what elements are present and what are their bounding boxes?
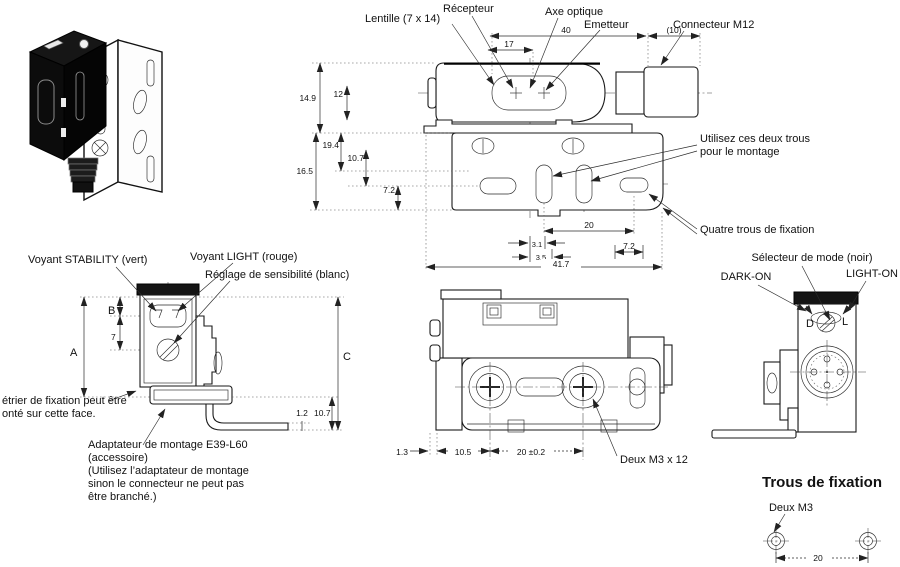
label-l: L (842, 316, 848, 328)
note-four-holes: Quatre trous de fixation (700, 224, 814, 236)
dim-12: 12 (334, 89, 344, 99)
dim-20-fixation: 20 (813, 553, 823, 563)
fixation-holes-drawing: Trous de fixation Deux M3 20 (762, 474, 882, 563)
dim-1-3: 1.3 (396, 447, 408, 457)
rear-body (797, 303, 857, 433)
rear-top-cap (793, 291, 859, 305)
note-adapter-line2: (accessoire) (88, 452, 148, 464)
note-adapter-line3: (Utilisez l’adaptateur de montage (88, 465, 249, 477)
l-bracket-front (205, 403, 289, 431)
label-deux-m3: Deux M3 (769, 502, 813, 514)
connector-threads-photo (67, 157, 99, 193)
lens-outline (491, 75, 567, 111)
front-view-dimensions (80, 296, 344, 431)
hole-left (763, 528, 789, 554)
sensor-body-photo (28, 30, 108, 193)
side-body (442, 298, 629, 359)
fixation-title: Trous de fixation (762, 474, 882, 491)
rear-view-leaders (757, 265, 867, 321)
dim-20-side: 20 ±0.2 (517, 447, 546, 457)
label-deux-m3x12: Deux M3 x 12 (620, 454, 688, 466)
label-emetteur: Emetteur (584, 19, 629, 31)
dim-10-7: 10.7 (347, 153, 364, 163)
dim-40: 40 (561, 25, 571, 35)
dim-10-7-front: 10.7 (314, 408, 331, 418)
adapter-plate (149, 385, 233, 405)
rear-bracket-foot (711, 429, 797, 439)
label-d: D (806, 318, 814, 330)
label-voyant-stability: Voyant STABILITY (vert) (28, 254, 147, 266)
dim-3-1: 3.1 (532, 240, 542, 249)
front-top-cap (136, 283, 200, 296)
front-body-outline (139, 294, 197, 388)
dim-C: C (343, 351, 351, 363)
dim-A: A (70, 347, 78, 359)
label-reglage-sensibilite: Réglage de sensibilité (blanc) (205, 269, 349, 281)
dim-19-4: 19.4 (322, 140, 339, 150)
emitter-mark (538, 87, 550, 99)
dim-7-2-right: 7.2 (623, 241, 635, 251)
note-two-holes-line1: Utilisez ces deux trous (700, 133, 811, 145)
dim-20: 20 (584, 220, 594, 230)
dim-B: B (108, 305, 115, 317)
front-view-drawing: Voyant STABILITY (vert) Voyant LIGHT (ro… (2, 251, 351, 503)
dim-14-9: 14.9 (299, 93, 316, 103)
note-face-line1: étrier de fixation peut être (2, 395, 127, 407)
note-two-holes-line2: pour le montage (700, 146, 780, 158)
dim-10-5: 10.5 (455, 447, 472, 457)
label-light-on: LIGHT-ON (846, 268, 898, 280)
note-face-line2: onté sur cette face. (2, 408, 96, 420)
label-axe-optique: Axe optique (545, 6, 603, 18)
side-top-details (486, 304, 555, 319)
dim-1-2: 1.2 (296, 408, 308, 418)
bracket-screw-heads (471, 137, 585, 155)
dim-3-5: 3.5 (536, 253, 546, 262)
label-connecteur-m12: Connecteur M12 (673, 19, 754, 31)
bracket-top-outline (451, 132, 664, 217)
label-selecteur-mode: Sélecteur de mode (noir) (751, 252, 872, 264)
top-view-drawing: Récepteur Lentille (7 x 14) Axe optique … (296, 3, 814, 271)
sensor-top-outline (435, 62, 606, 123)
dim-10: (10) (666, 25, 681, 35)
side-view-drawing: 1.3 10.5 20 ±0.2 Deux M3 x 12 (396, 289, 688, 466)
label-lentille: Lentille (7 x 14) (365, 13, 440, 25)
rear-view-drawing: Sélecteur de mode (noir) DARK-ON LIGHT-O… (711, 252, 898, 439)
product-photo (28, 30, 163, 202)
dim-17: 17 (504, 39, 514, 49)
indicator-window (149, 304, 187, 328)
dim-41-7: 41.7 (553, 259, 570, 269)
label-voyant-light: Voyant LIGHT (rouge) (190, 251, 297, 263)
note-adapter-line1: Adaptateur de montage E39-L60 (88, 439, 248, 451)
dim-7-2-left: 7.2 (383, 185, 395, 195)
top-view-leaders (451, 15, 698, 235)
note-adapter-line5: être branché.) (88, 491, 156, 503)
dim-16-5: 16.5 (296, 166, 313, 176)
front-side-profile (195, 315, 217, 393)
front-view-leaders (107, 262, 234, 446)
receiver-mark (510, 87, 522, 99)
side-view-dimensions (410, 433, 584, 457)
hole-right (855, 528, 881, 554)
dim-7: 7 (111, 332, 116, 342)
label-recepteur: Récepteur (443, 3, 494, 15)
sensitivity-adjuster (156, 338, 180, 362)
connector-m12-top (643, 66, 699, 118)
label-dark-on: DARK-ON (721, 271, 772, 283)
note-adapter-line4: sinon le connecteur ne peut pas (88, 478, 244, 490)
